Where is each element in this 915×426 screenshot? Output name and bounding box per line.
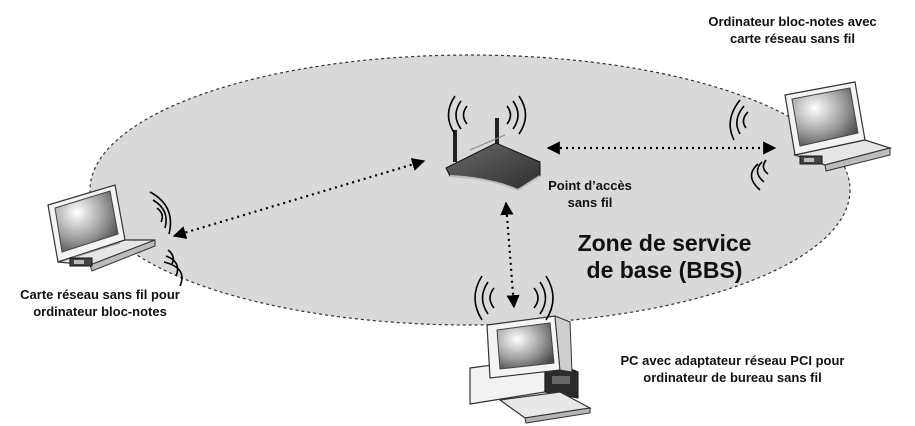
desktop-pc-icon [469,315,592,424]
label-service-zone-line-1: Zone de service [577,230,752,256]
label-desktop-pc: PC avec adaptateur réseau PCI pour ordin… [600,352,865,386]
service-zone-ellipse [89,54,851,326]
radio-waves-icon [729,99,769,191]
label-left-laptop: Carte réseau sans fil pour ordinateur bl… [0,286,200,320]
label-service-zone: Zone de service de base (BBS) [562,230,767,284]
label-access-point-line-1: Point d’accès [548,178,632,193]
label-desktop-pc-line-2: ordinateur de bureau sans fil [643,370,822,385]
label-access-point: Point d’accès sans fil [540,177,640,211]
usb-adapter-icon [69,257,93,267]
radio-waves-icon [149,191,183,287]
laptop-icon [784,81,893,172]
radio-waves-icon [474,275,554,321]
label-right-laptop-line-1: Ordinateur bloc-notes avec [708,14,877,29]
label-service-zone-line-2: de base (BBS) [586,257,743,283]
radio-waves-icon [447,95,527,135]
label-right-laptop-line-2: carte réseau sans fil [729,31,856,46]
label-right-laptop: Ordinateur bloc-notes avec carte réseau … [695,13,890,47]
wireless-router-icon [445,118,541,192]
label-left-laptop-line-1: Carte réseau sans fil pour [20,287,180,302]
label-desktop-pc-line-1: PC avec adaptateur réseau PCI pour [620,353,845,368]
label-access-point-line-2: sans fil [567,195,613,210]
label-left-laptop-line-2: ordinateur bloc-notes [33,304,167,319]
link-left-laptop [172,158,426,239]
usb-adapter-icon [799,155,823,165]
